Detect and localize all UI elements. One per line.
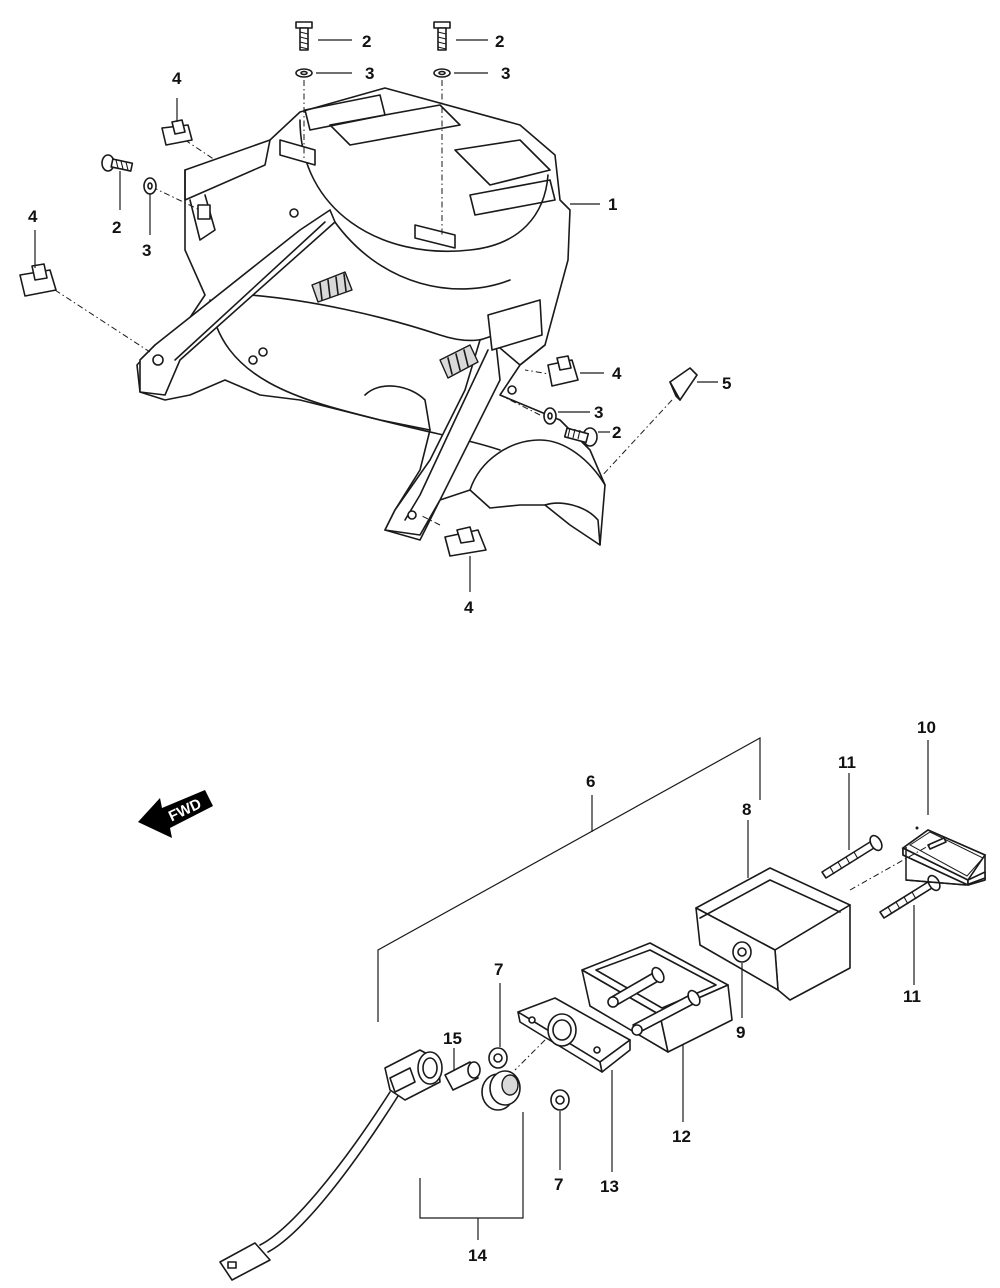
- callout-11-lower: 11: [903, 987, 921, 1006]
- fwd-arrow-icon: [138, 790, 213, 838]
- callout-14: 14: [468, 1246, 487, 1265]
- callout-3-top-right: 3: [501, 64, 510, 83]
- screw-top-right: [433, 21, 451, 51]
- callout-3-left: 3: [142, 241, 151, 260]
- callout-4-bottom: 4: [464, 598, 474, 617]
- callout-5: 5: [722, 374, 731, 393]
- lamp-nut-7-lower: [550, 1089, 570, 1170]
- fender-inner-arch-2: [329, 214, 511, 290]
- clip-nut-top-left: [161, 119, 193, 146]
- callout-10: 10: [917, 718, 936, 737]
- clip-nut-bottom: [444, 526, 487, 557]
- callout-3-right: 3: [594, 403, 603, 422]
- lamp-gasket: [517, 997, 631, 1172]
- clip-nut-left: [19, 263, 57, 297]
- lamp-socket-wire: [219, 1049, 524, 1281]
- callout-7-upper: 7: [494, 960, 503, 979]
- lamp-housing: [581, 942, 733, 1122]
- fender-label-panel: [487, 299, 543, 351]
- callout-2-left: 2: [112, 218, 121, 237]
- upper-leader-lines: [34, 39, 718, 592]
- left-bracket-hole: [152, 354, 164, 366]
- callout-9: 9: [736, 1023, 745, 1042]
- callout-7-lower: 7: [554, 1175, 563, 1194]
- fender-inner-arch: [299, 119, 549, 252]
- callout-6: 6: [586, 772, 595, 791]
- callout-labels: 1 2 2 2 2 3 3 3 3 4 4 4 4 5 6 7 7 8 9 10…: [28, 32, 936, 1265]
- clip-nut-right: [547, 355, 579, 387]
- upper-assembly-lines: [54, 80, 556, 526]
- callout-3-top-left: 3: [365, 64, 374, 83]
- assembly-6-bracket: [377, 736, 761, 1022]
- lamp-socket-lens: [481, 1039, 546, 1111]
- lamp-cover: [695, 820, 851, 1001]
- reflector-plate: [849, 740, 987, 891]
- right-bracket-hole: [407, 510, 417, 520]
- screw-top-left: [295, 21, 313, 51]
- callout-4-left: 4: [28, 207, 38, 226]
- callout-1: 1: [608, 195, 617, 214]
- lamp-nut-7-upper: [488, 983, 508, 1069]
- lamp-screw-lower: [879, 874, 941, 985]
- upper-tab-left: [279, 139, 316, 166]
- washer-left-side: [143, 177, 157, 195]
- callout-4-right: 4: [612, 364, 622, 383]
- lamp-screw-upper: [821, 773, 883, 879]
- grommet-right: [439, 344, 479, 379]
- callout-2-top-left: 2: [362, 32, 371, 51]
- callout-11-upper: 11: [838, 753, 856, 772]
- callout-15: 15: [443, 1029, 462, 1048]
- washer-top-left: [295, 68, 313, 78]
- lamp-bulb: [444, 1048, 481, 1091]
- washer-top-right: [433, 68, 451, 78]
- callout-13: 13: [600, 1177, 619, 1196]
- screw-left-side: [101, 154, 134, 172]
- callout-4-top-left: 4: [172, 69, 182, 88]
- rear-fender-body: [136, 87, 606, 546]
- callout-2-right: 2: [612, 423, 621, 442]
- forward-direction-arrow: FWD: [138, 790, 213, 838]
- screw-right-side: [563, 427, 598, 447]
- callout-2-top-right: 2: [495, 32, 504, 51]
- rubber-cushion: [599, 367, 698, 479]
- washer-right-side: [543, 407, 557, 425]
- callout-8: 8: [742, 800, 751, 819]
- rear-fender-assembly: [136, 87, 606, 546]
- callout-12: 12: [672, 1127, 691, 1146]
- lamp-nut-9: [732, 941, 752, 1018]
